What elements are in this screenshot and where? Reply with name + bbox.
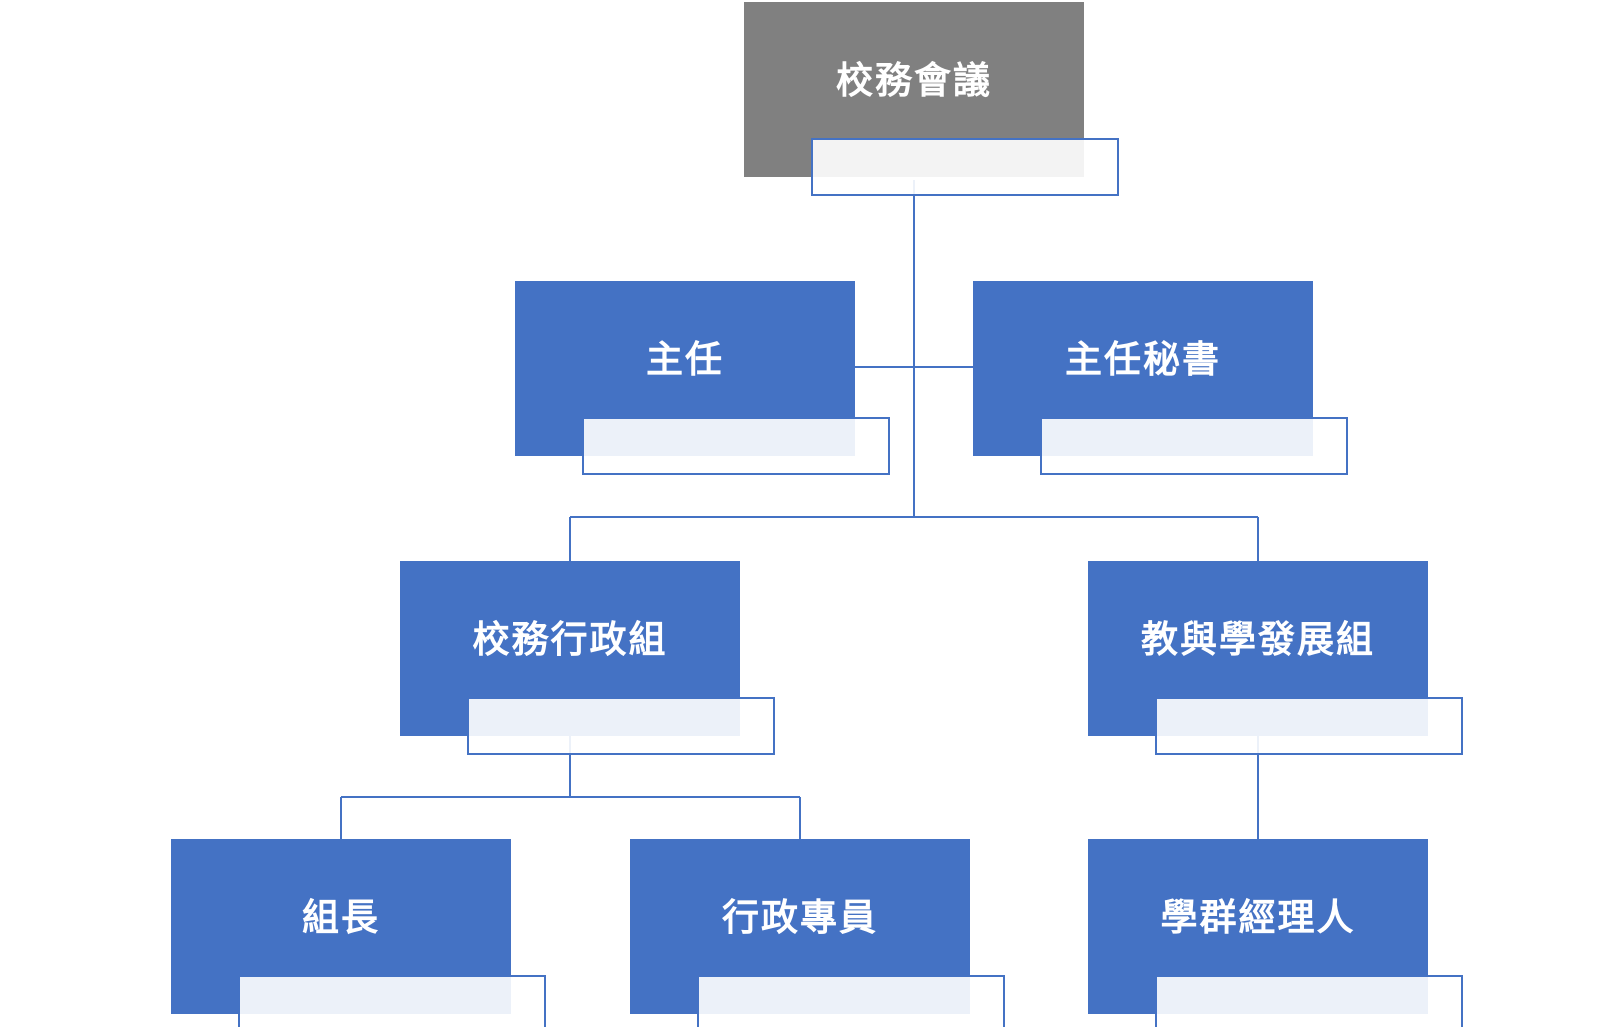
node-teaching-group-subtitle-box	[1155, 697, 1463, 755]
node-secretary-label: 主任秘書	[1065, 338, 1221, 381]
node-section-chief-subtitle-box	[238, 975, 546, 1027]
node-director-subtitle-box	[582, 417, 890, 475]
node-teaching-group-label: 教與學發展組	[1141, 618, 1375, 661]
node-admin-specialist-label: 行政專員	[722, 896, 878, 939]
node-program-manager-subtitle-box	[1155, 975, 1463, 1027]
node-program-manager-label: 學群經理人	[1160, 896, 1356, 939]
node-section-chief-label: 組長	[302, 896, 380, 939]
node-admin-group-label: 校務行政組	[472, 618, 668, 661]
node-director-label: 主任	[646, 338, 724, 381]
node-admin-specialist-subtitle-box	[697, 975, 1005, 1027]
node-root-label: 校務會議	[836, 59, 992, 102]
node-secretary-subtitle-box	[1040, 417, 1348, 475]
node-root-subtitle-box	[811, 138, 1119, 196]
node-admin-group-subtitle-box	[467, 697, 775, 755]
